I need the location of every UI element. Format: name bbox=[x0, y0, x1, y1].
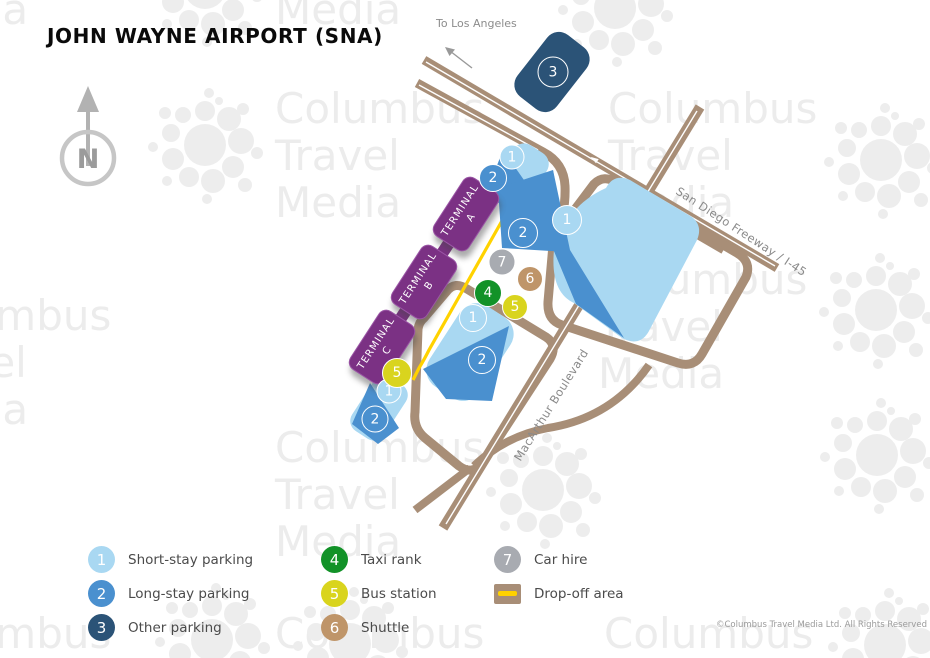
marker-long-stay: 2 bbox=[479, 164, 507, 192]
marker-bus: 5 bbox=[382, 358, 412, 388]
marker-taxi: 4 bbox=[474, 279, 502, 307]
north-compass-icon: N bbox=[59, 86, 117, 187]
legend-item-car-hire: 7 Car hire bbox=[494, 546, 624, 573]
legend-item-shuttle: 6 Shuttle bbox=[321, 614, 437, 641]
legend-item-taxi-rank: 4 Taxi rank bbox=[321, 546, 437, 573]
marker-long-stay: 2 bbox=[508, 218, 538, 248]
watermark-line: Columbus bbox=[608, 84, 818, 133]
to-los-angeles-label: To Los Angeles bbox=[436, 17, 517, 30]
watermark-line: Travel bbox=[0, 338, 27, 387]
marker-short-stay: 1 bbox=[499, 144, 525, 170]
legend-marker-icon: 2 bbox=[88, 580, 115, 607]
watermark-line: Media bbox=[0, 385, 29, 434]
page-title: JOHN WAYNE AIRPORT (SNA) bbox=[47, 24, 383, 48]
legend-item-drop-off-area: Drop-off area bbox=[494, 580, 624, 607]
drop-off-line-icon bbox=[498, 591, 517, 596]
legend-item-long-stay-parking: 2 Long-stay parking bbox=[88, 580, 253, 607]
marker-other: 3 bbox=[537, 56, 569, 88]
legend-marker-icon: 1 bbox=[88, 546, 115, 573]
drop-off-line bbox=[411, 195, 518, 381]
legend-label: Short-stay parking bbox=[128, 551, 254, 568]
copyright-text: ©Columbus Travel Media Ltd. All Rights R… bbox=[716, 620, 927, 630]
marker-long-stay: 2 bbox=[361, 405, 389, 433]
legend-label: Other parking bbox=[128, 619, 222, 636]
watermark-line: Columbus bbox=[604, 609, 814, 658]
watermark-line: Media bbox=[0, 0, 29, 34]
legend-marker-icon: 3 bbox=[88, 614, 115, 641]
marker-short-stay: 1 bbox=[459, 304, 487, 332]
marker-bus: 5 bbox=[502, 294, 528, 320]
terminal-letter: C bbox=[380, 344, 395, 357]
road-center-lines bbox=[418, 61, 776, 525]
marker-long-stay: 2 bbox=[468, 346, 496, 374]
terminal-letter: B bbox=[422, 279, 437, 292]
drop-off-area-icon bbox=[494, 583, 521, 604]
watermark-line: Media bbox=[275, 178, 402, 227]
legend-label: Long-stay parking bbox=[128, 585, 250, 602]
legend-item-other-parking: 3 Other parking bbox=[88, 614, 253, 641]
watermark-line: Media bbox=[275, 0, 402, 34]
watermark-line: Columbus bbox=[275, 84, 485, 133]
watermark-line: Travel bbox=[275, 131, 400, 180]
legend-marker-icon: 7 bbox=[494, 546, 521, 573]
legend-label: Shuttle bbox=[361, 619, 410, 636]
legend-label: Bus station bbox=[361, 585, 437, 602]
marker-short-stay: 1 bbox=[552, 205, 582, 235]
marker-car-hire: 7 bbox=[488, 248, 516, 276]
legend-label: Taxi rank bbox=[361, 551, 422, 568]
legend-item-short-stay-parking: 1 Short-stay parking bbox=[88, 546, 253, 573]
legend-column: 1 Short-stay parking 2 Long-stay parking 3 Ot… bbox=[88, 546, 253, 648]
legend-marker-icon: 4 bbox=[321, 546, 348, 573]
legend-marker-icon: 6 bbox=[321, 614, 348, 641]
watermark-line: Columbus bbox=[0, 291, 112, 340]
compass-n-label: N bbox=[77, 144, 100, 175]
marker-shuttle: 6 bbox=[517, 266, 543, 292]
to-los-angeles-arrow-icon bbox=[445, 47, 473, 69]
legend-label: Car hire bbox=[534, 551, 588, 568]
legend-item-bus-station: 5 Bus station bbox=[321, 580, 437, 607]
road-direction-arrows bbox=[432, 156, 689, 419]
legend-label: Drop-off area bbox=[534, 585, 624, 602]
watermark-line: Travel bbox=[275, 470, 400, 519]
legend-column: 4 Taxi rank 5 Bus station 6 Shuttle bbox=[321, 546, 437, 648]
legend-marker-icon: 5 bbox=[321, 580, 348, 607]
terminal-letter: A bbox=[464, 211, 479, 224]
